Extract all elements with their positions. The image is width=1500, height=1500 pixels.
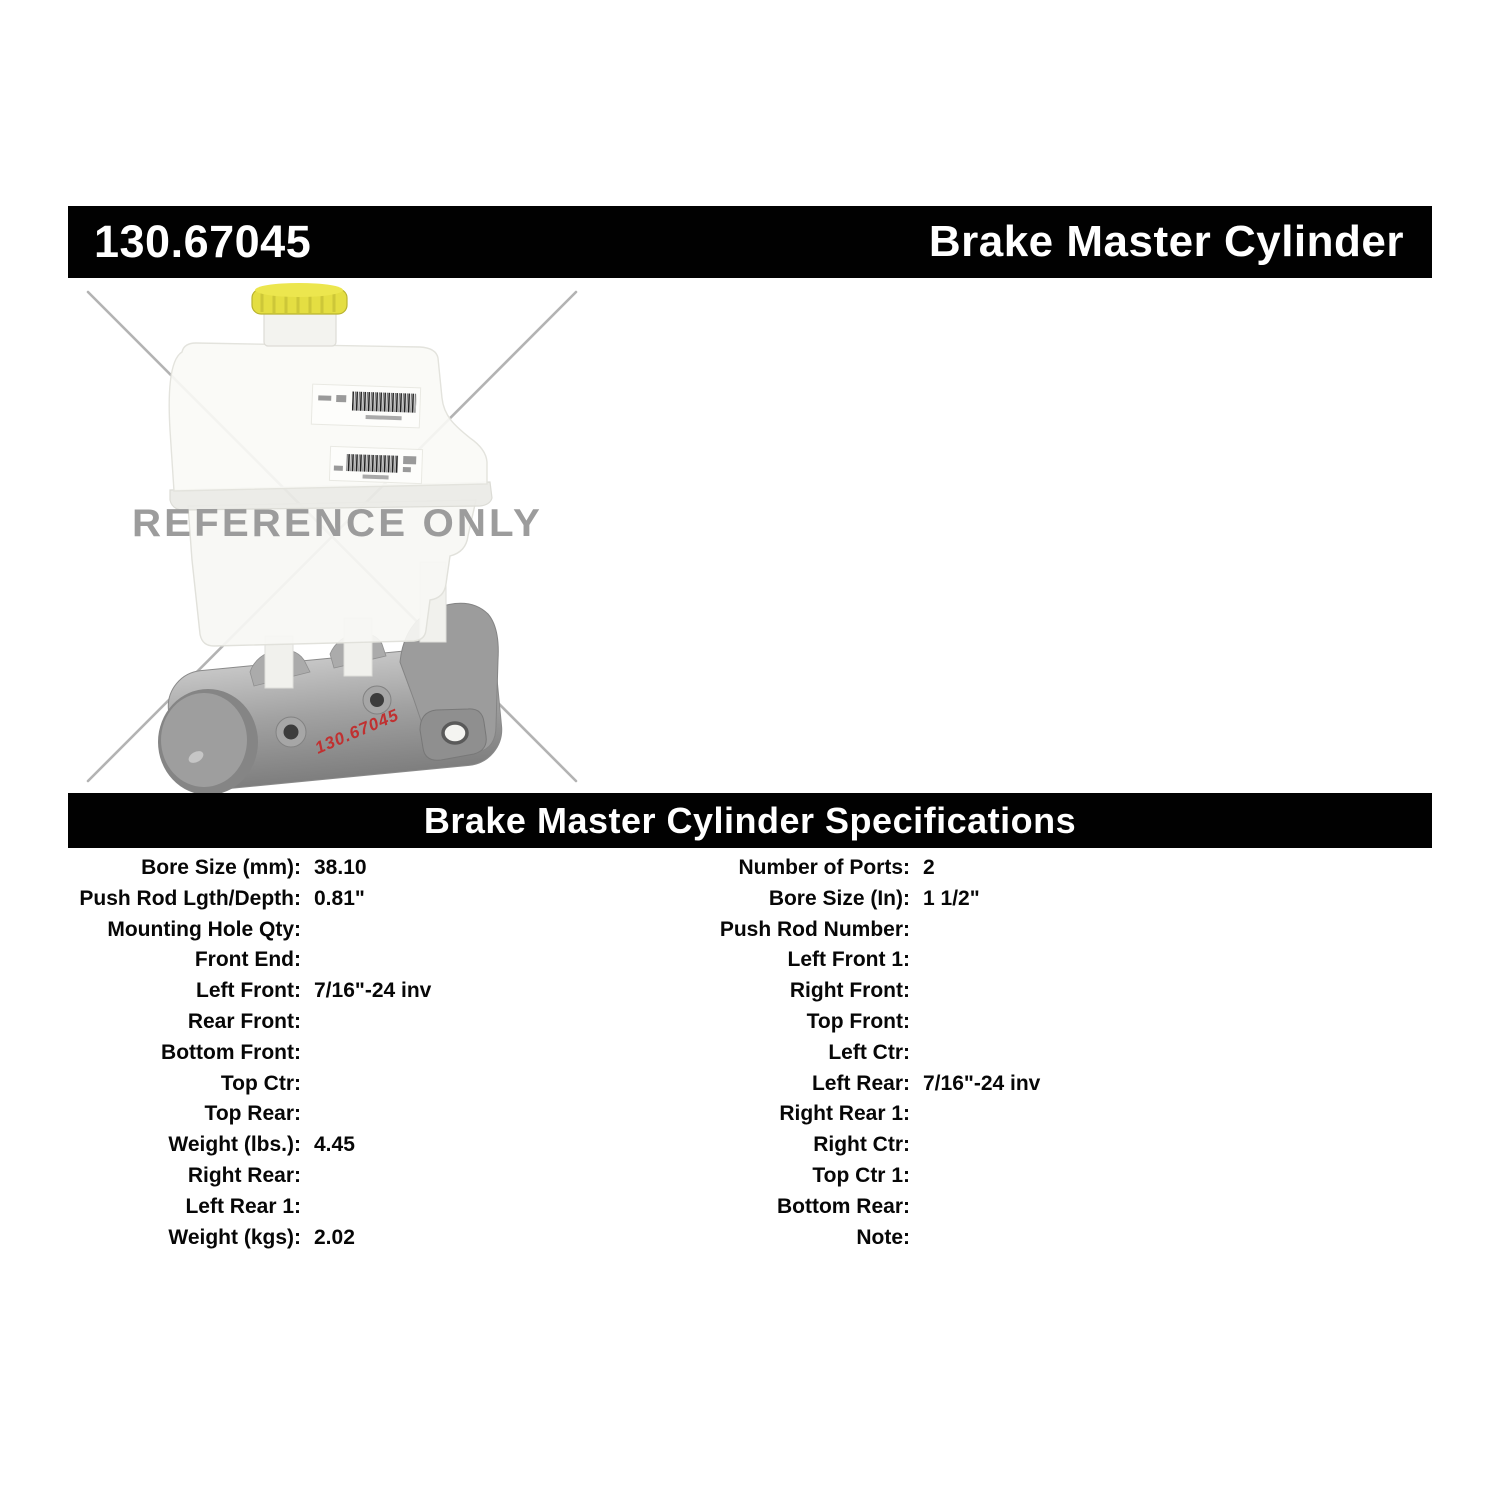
outlet-port [283,724,299,740]
spec-row: Top Ctr 1: [610,1161,1310,1192]
spec-value: 38.10 [314,856,367,879]
spec-row: Left Rear: 7/16"-24 inv [610,1069,1310,1100]
outlet-port [370,693,384,707]
spec-row: Weight (kgs): 2.02 [68,1223,668,1254]
spec-row: Right Front: [610,976,1310,1007]
spec-row: Top Ctr: [68,1069,668,1100]
barcode-label [310,383,422,429]
flange-hole [441,721,469,745]
spec-row: Left Front 1: [610,945,1310,976]
spec-row: Push Rod Number: [610,915,1310,946]
spec-row: Bore Size (mm): 38.10 [68,853,668,884]
spec-row: Push Rod Lgth/Depth: 0.81" [68,884,668,915]
spec-label: Left Rear 1: [185,1194,301,1218]
spec-label: Right Ctr: [813,1133,910,1157]
spec-value: 4.45 [314,1133,355,1157]
barcode [351,391,417,413]
spec-value: 2.02 [314,1225,355,1249]
spec-label: Top Front: [806,1009,910,1033]
spec-row: Rear Front: [68,1007,668,1038]
spec-column-right: Number of Ports:2 Bore Size (In):1 1/2" … [610,853,1310,1253]
spec-label: Left Rear: [811,1071,910,1095]
spec-label: Bore Size (mm): [141,856,301,879]
specifications-header-bar: Brake Master Cylinder Specifications [68,793,1432,848]
spec-label: Bottom Rear: [776,1194,910,1218]
spec-row: Left Rear 1: [68,1192,668,1223]
filler-neck [263,309,337,347]
spec-label: Number of Ports: [738,856,910,879]
spec-label: Weight (lbs.): [168,1133,301,1157]
spec-label: Right Rear: [187,1163,301,1187]
spec-row: Right Rear: [68,1161,668,1192]
spec-label: Right Front: [789,979,910,1003]
spec-value: 7/16"-24 inv [314,979,432,1003]
spec-label: Right Rear 1: [779,1102,910,1126]
spec-label: Mounting Hole Qty: [107,917,301,941]
barcode-label [328,445,424,485]
spec-label: Left Front 1: [787,948,910,972]
spec-row: Bottom Front: [68,1038,668,1069]
spec-value: 7/16"-24 inv [923,1071,1041,1095]
spec-row: Right Rear 1: [610,1099,1310,1130]
spec-row: Top Rear: [68,1099,668,1130]
spec-label: Top Ctr: [220,1071,301,1095]
part-number: 130.67045 [94,216,312,267]
spec-row: Right Ctr: [610,1130,1310,1161]
spec-row: Number of Ports: 2 [610,853,1310,884]
barcode [345,453,399,473]
spec-row: Left Front: 7/16"-24 inv [68,976,668,1007]
spec-label: Left Ctr: [828,1040,910,1064]
spec-label: Bottom Front: [161,1040,301,1064]
spec-label: Front End: [194,948,301,972]
spec-row: Left Ctr: [610,1038,1310,1069]
reservoir-lower [187,499,477,647]
spec-row: Top Front: [610,1007,1310,1038]
spec-label: Push Rod Lgth/Depth: [79,886,301,910]
spec-value: 2 [923,856,935,879]
specifications-title: Brake Master Cylinder Specifications [423,799,1077,841]
spec-label: Top Rear: [204,1102,301,1126]
spec-label: Push Rod Number: [719,917,910,941]
spec-column-left: Bore Size (mm): 38.10 Push Rod Lgth/Depth… [68,853,668,1253]
spec-row: Mounting Hole Qty: [68,915,668,946]
spec-row: Bottom Rear: [610,1192,1310,1223]
fluid-reservoir [168,283,493,689]
spec-label: Weight (kgs): [168,1225,301,1249]
product-title: Brake Master Cylinder [928,217,1404,266]
reservoir-cap [251,283,348,315]
spec-value: 1 1/2" [923,886,980,910]
product-photo: 130.67045 [86,283,578,795]
reference-only-watermark: REFERENCE ONLY [132,502,543,545]
spec-label: Bore Size (In): [768,886,910,910]
header-bar: 130.67045 Brake Master Cylinder [68,206,1432,278]
spec-label: Top Ctr 1: [812,1163,910,1187]
spec-label: Note: [856,1225,910,1249]
spec-row: Front End: [68,945,668,976]
spec-label: Rear Front: [187,1009,301,1033]
spec-value: 0.81" [314,886,365,910]
spec-row: Weight (lbs.): 4.45 [68,1130,668,1161]
spec-row: Bore Size (In): 1 1/2" [610,884,1310,915]
spec-label: Left Front: [196,979,301,1003]
spec-row: Note: [610,1223,1310,1254]
